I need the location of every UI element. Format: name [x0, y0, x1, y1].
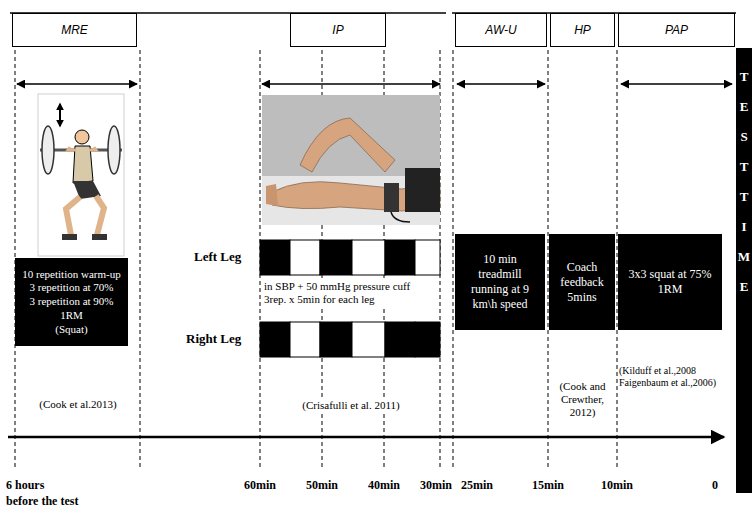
time-label: 40min	[362, 478, 406, 492]
phase-span-arrow-part	[262, 83, 440, 85]
phase-header: IP	[290, 13, 386, 47]
time-label: 50min	[300, 478, 344, 492]
squat-illustration-part	[92, 234, 107, 240]
citation: (Cook et al.2013)	[22, 398, 134, 411]
time-label: 10min	[595, 478, 639, 492]
citation: (Crisafulli et al. 2011)	[288, 398, 414, 413]
dashed-guide-part	[453, 50, 454, 470]
timeline-arrow	[8, 437, 724, 438]
leg-cuff-photo	[262, 95, 440, 225]
left-leg-occlusion-bar-part	[260, 240, 290, 275]
time-label: 60min	[238, 478, 282, 492]
dashed-guide-part	[140, 50, 141, 470]
right-leg-occlusion-bar-part	[415, 322, 440, 357]
protocol-box: 10 min treadmill running at 9 km\h speed	[455, 234, 545, 330]
node-text: 3 repetition at 90% 1RM	[18, 295, 125, 323]
node-text: AW-U	[485, 23, 517, 37]
left-leg-occlusion-bar-part	[352, 240, 385, 275]
phase-span-arrow-part	[621, 83, 732, 85]
phase-span-arrow-part	[457, 83, 545, 85]
phase-header: PAP	[618, 13, 735, 47]
leg-cuff-photo-part	[391, 212, 410, 222]
squat-illustration-part	[38, 94, 124, 256]
leg-cuff-photo-part	[300, 118, 395, 172]
right-leg-occlusion-bar-part	[352, 322, 385, 357]
squat-illustration-part	[42, 126, 54, 174]
leg-cuff-photo-part	[266, 184, 278, 206]
time-label: before the test	[6, 494, 116, 508]
node-text: Coach feedback 5mins	[553, 260, 611, 305]
phase-header: MRE	[12, 13, 137, 47]
time-label: 25min	[457, 478, 497, 492]
protocol-box: Coach feedback 5mins	[549, 234, 615, 330]
node-text: 3 repetition at 70%	[18, 281, 125, 295]
phase-span-arrow	[17, 83, 732, 85]
time-label: 6 hours	[6, 478, 96, 492]
right-leg-occlusion-bar	[260, 322, 440, 357]
protocol-box: 10 repetition warm-up3 repetition at 70%…	[15, 258, 128, 346]
leg-label: Right Leg	[186, 331, 258, 347]
node-text: 3x3 squat at 75% 1RM	[624, 267, 716, 297]
left-leg-occlusion-bar-part	[290, 240, 320, 275]
citation: (Kilduff et al.,2008 Faigenbaum et al.,2…	[619, 365, 735, 389]
squat-illustration-part	[66, 197, 80, 235]
squat-illustration-part	[59, 104, 61, 126]
dashed-guide	[15, 50, 617, 470]
node-text: 10 min treadmill running at 9 km\h speed	[463, 252, 537, 312]
leg-cuff-photo-part	[384, 183, 399, 212]
left-leg-occlusion-bar-part	[385, 240, 415, 275]
node-text: PAP	[665, 23, 688, 37]
squat-illustration-part	[108, 126, 120, 174]
right-leg-occlusion-bar-part	[320, 322, 352, 357]
left-leg-occlusion-bar	[260, 240, 440, 275]
phase-span-arrow-part	[17, 83, 137, 85]
right-leg-occlusion-bar-part	[290, 322, 320, 357]
squat-illustration-part	[73, 146, 93, 183]
node-text: (Squat)	[18, 323, 125, 337]
time-label: 15min	[526, 478, 570, 492]
cuff-note: in SBP + 50 mmHg pressure cuff 3rep. x 5…	[262, 279, 434, 307]
node-text: TEST TIME	[738, 62, 751, 302]
squat-illustration-part	[75, 130, 89, 144]
citation: (Cook and Crewther, 2012)	[549, 380, 616, 420]
phase-header: HP	[550, 13, 615, 47]
time-label: 0	[700, 478, 730, 492]
leg-cuff-photo-part	[262, 95, 440, 225]
node-text: 10 repetition warm-up	[18, 268, 125, 282]
test-time-band: TEST TIME	[736, 48, 752, 493]
right-leg-occlusion-bar-part	[385, 322, 415, 357]
right-leg-occlusion-bar-part	[260, 322, 290, 357]
timeline-arrow-part	[8, 436, 724, 439]
squat-illustration	[38, 94, 124, 256]
protocol-box: 3x3 squat at 75% 1RM	[618, 234, 722, 330]
squat-illustration-part	[96, 196, 104, 235]
node-text: MRE	[61, 23, 88, 37]
phase-header: AW-U	[455, 13, 547, 47]
node-text: HP	[574, 23, 591, 37]
squat-illustration-part	[89, 147, 96, 150]
leg-label: Left Leg	[194, 249, 258, 265]
leg-cuff-photo-part	[405, 168, 440, 212]
squat-illustration-part	[68, 147, 76, 150]
squat-illustration-part	[62, 234, 77, 240]
left-leg-occlusion-bar-part	[415, 240, 440, 275]
node-text: IP	[332, 23, 343, 37]
left-leg-occlusion-bar-part	[320, 240, 352, 275]
time-label: 30min	[416, 478, 456, 492]
